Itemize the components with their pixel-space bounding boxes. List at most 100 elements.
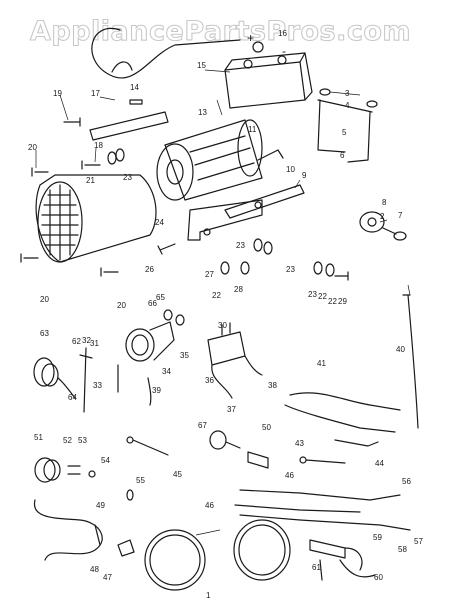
small-wires [79,347,152,413]
callout-label: 10 [286,165,295,174]
callout-label: 33 [93,381,102,390]
ammeter [125,309,185,362]
callout-label: 19 [53,89,62,98]
lead-wires [234,489,411,531]
callout-label: 41 [317,359,326,368]
headlight-cable [33,499,103,561]
callout-label: 22 [328,297,337,306]
light-switch [209,430,269,469]
callout-label: 21 [86,176,95,185]
callout-label: 23 [236,241,245,250]
socket-48 [117,539,135,557]
callout-label: 23 [308,290,317,299]
generator-upper-bracket [63,99,169,141]
callout-label: 67 [198,421,207,430]
callout-label: 39 [152,386,161,395]
hardware-bolts [20,148,349,281]
callout-label: 66 [148,299,157,308]
callout-label: 43 [295,439,304,448]
callout-label: 61 [312,563,321,572]
callout-label: 6 [340,151,345,160]
callout-label: 44 [375,459,384,468]
callout-label: 15 [197,61,206,70]
tail-light [33,357,76,399]
callout-label: 34 [162,367,171,376]
callout-label: 29 [338,297,347,306]
callout-label: 13 [198,108,207,117]
callout-label: 22 [212,291,221,300]
callout-label: 28 [234,285,243,294]
callout-label: 58 [398,545,407,554]
callout-label: 14 [130,83,139,92]
battery-cable [91,27,241,79]
callout-label: 48 [90,565,99,574]
callout-label: 23 [123,173,132,182]
headlights [144,519,291,591]
callout-label: 20 [117,301,126,310]
battery-plus-sign: + [247,31,254,45]
callout-label: 16 [278,29,287,38]
callout-label: 57 [414,537,423,546]
bulb-socket [34,457,134,501]
callout-labels: 1 2 3 4 5 6 7 8 9 10 11 13 14 15 16 17 1… [28,29,423,600]
callout-label: 53 [78,436,87,445]
callout-label: 64 [68,393,77,402]
battery [224,41,313,109]
callout-label: 49 [96,501,105,510]
generator-mount-bracket [187,199,263,241]
callout-label: 31 [90,339,99,348]
callout-label: 35 [180,351,189,360]
callout-label: 27 [205,270,214,279]
harness-wires [284,392,401,447]
callout-label: 46 [205,501,214,510]
watermark-text: AppliancePartsPros.com [30,16,411,47]
callout-label: 1 [206,591,211,600]
callout-label: 65 [156,293,165,302]
callout-label: 20 [28,143,37,152]
callout-label: 20 [40,295,49,304]
belt-guard [35,174,157,263]
generator [156,119,263,201]
callout-label: 37 [227,405,236,414]
callout-label: 23 [286,265,295,274]
callout-label: 60 [374,573,383,582]
callout-label: 40 [396,345,405,354]
callout-label: 2 [380,212,385,221]
callout-label: 45 [173,470,182,479]
callout-label: 38 [268,381,277,390]
callout-label: 30 [218,321,227,330]
wire-46 [126,436,346,464]
callout-label: 50 [262,423,271,432]
callout-label: 18 [94,141,103,150]
long-wire-41 [402,294,419,429]
callout-label: 32 [82,336,91,345]
callout-label: 55 [136,476,145,485]
callout-label: 7 [398,211,403,220]
callout-label: 26 [145,265,154,274]
callout-label: 11 [248,125,257,134]
callout-leaders [35,69,411,536]
ignition-switch [359,211,407,241]
callout-label: 54 [101,456,110,465]
callout-label: 47 [103,573,112,582]
spark-plug-boot [309,539,376,581]
callout-label: 3 [345,89,350,98]
voltage-regulator [207,322,263,399]
callout-label: 46 [285,471,294,480]
callout-label: 17 [91,89,100,98]
callout-label: 59 [373,533,382,542]
callout-label: 52 [63,436,72,445]
callout-label: 8 [382,198,387,207]
callout-label: 51 [34,433,43,442]
callout-label: 63 [40,329,49,338]
callout-label: 24 [155,218,164,227]
generator-adjust-bracket [224,149,305,219]
callout-label: 9 [302,171,307,180]
callout-label: 4 [345,101,350,110]
battery-holddown [317,88,378,163]
callout-label: 36 [205,376,214,385]
callout-label: 56 [402,477,411,486]
callout-label: 5 [342,128,347,137]
callout-label: 62 [72,337,81,346]
